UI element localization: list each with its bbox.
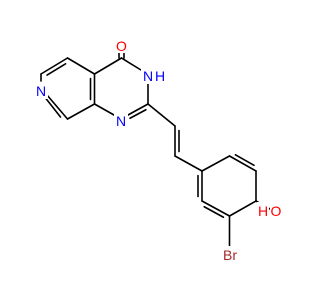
bond-n7-c8-inner xyxy=(44,96,62,118)
atom-ring-nh-hydrogen: H xyxy=(155,68,165,84)
bond-aryl-5-6 xyxy=(201,200,231,217)
atom-carbonyl-oxygen: O xyxy=(116,38,127,54)
atom-label-layer: O N H N N H O Br xyxy=(34,36,284,263)
bond-c8-c8a xyxy=(66,103,96,120)
bond-c5-c6 xyxy=(40,57,69,75)
bond-aryl-5-6-inner xyxy=(203,205,225,219)
structure-diagram: O N H N N H O Br xyxy=(34,36,284,263)
atom-hydroxyl-hydrogen: H xyxy=(258,203,268,219)
bond-n1-c8a xyxy=(93,103,115,116)
atom-pyridine-nitrogen: N xyxy=(36,83,46,99)
bond-n7-c8 xyxy=(46,94,69,120)
bond-aryl-2-3 xyxy=(228,155,257,172)
bond-aryl-1-2 xyxy=(201,155,231,172)
bond-c2-vinyl xyxy=(147,103,176,127)
bond-c5-c6-inner xyxy=(46,63,67,76)
bond-aryl-2-3-inner xyxy=(234,153,255,167)
atom-bromine: Br xyxy=(223,247,237,263)
bond-c2-n1-inner xyxy=(129,108,147,120)
molecule-canvas: O N H N N H O Br xyxy=(34,36,284,263)
bond-layer xyxy=(40,45,271,249)
atom-ring-nitrogen: N xyxy=(116,113,126,129)
bond-aryl-4-5 xyxy=(228,200,257,217)
bond-c4a-c4 xyxy=(93,57,123,75)
atom-hydroxyl-oxygen: O xyxy=(271,203,282,219)
bond-c4-n3 xyxy=(120,57,142,71)
atom-ring-nitrogen-nh: N xyxy=(143,68,153,84)
bond-c2-n1 xyxy=(127,103,149,116)
bond-vinyl-aryl xyxy=(174,155,203,172)
bond-c4a-c5 xyxy=(66,57,96,75)
